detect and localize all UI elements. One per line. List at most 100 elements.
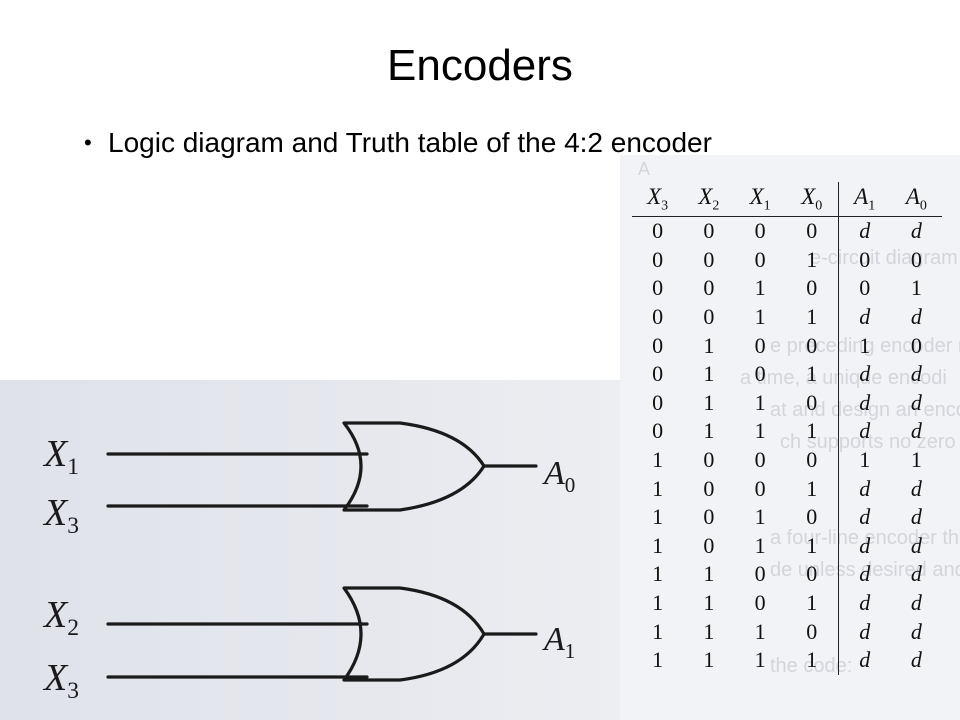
table-cell: 1 — [703, 418, 715, 444]
table-cell: 1 — [785, 245, 839, 275]
table-cell: 0 — [754, 218, 766, 244]
table-cell: 1 — [754, 304, 766, 330]
table-cell: d — [859, 647, 871, 673]
table-cell: d — [910, 647, 922, 673]
table-cell: 1 — [859, 332, 871, 358]
table-cell: d — [910, 561, 922, 587]
table-cell: 1 — [785, 302, 839, 332]
table-cell: d — [910, 590, 922, 616]
table-cell: 1 — [754, 389, 766, 415]
table-cell: 1 — [785, 359, 839, 389]
table-cell: d — [910, 504, 922, 530]
table-cell: 0 — [652, 304, 664, 330]
table-cell: 0 — [785, 617, 839, 646]
table-cell: 0 — [652, 332, 664, 358]
truth-table-header: X3 X2 X1 X0 A1 A0 — [632, 182, 942, 217]
table-cell: 1 — [703, 618, 715, 644]
header-x2: X2 — [683, 182, 735, 217]
table-cell: 1 — [785, 474, 839, 503]
table-cell: 1 — [859, 447, 871, 473]
table-cell: 1 — [652, 561, 664, 587]
table-cell: d — [910, 361, 922, 387]
table-cell: 0 — [652, 218, 664, 244]
table-cell: d — [910, 618, 922, 644]
table-cell: d — [859, 218, 871, 244]
table-cell: 0 — [754, 447, 766, 473]
table-cell: 0 — [785, 502, 839, 532]
table-cell: 1 — [703, 361, 715, 387]
table-cell: 1 — [754, 275, 766, 301]
table-cell: 0 — [754, 332, 766, 358]
table-cell: 1 — [754, 418, 766, 444]
table-cell: 0 — [754, 361, 766, 387]
input-label-x3-bottom: X3 — [42, 657, 79, 704]
table-cell: 0 — [859, 246, 871, 272]
output-label-a0: A0 — [542, 455, 575, 497]
output-label-a1: A1 — [542, 621, 575, 663]
table-cell: d — [859, 504, 871, 530]
truth-table-panel: A e-circuit diagram for the e e precedin… — [620, 155, 960, 720]
table-cell: d — [910, 304, 922, 330]
bullet-text: Logic diagram and Truth table of the 4:2… — [108, 127, 712, 158]
table-cell: 1 — [652, 590, 664, 616]
input-label-x1: X1 — [42, 433, 79, 480]
bullet-dot: • — [84, 130, 92, 155]
bullet-point: • Logic diagram and Truth table of the 4… — [84, 124, 804, 162]
table-cell: d — [910, 475, 922, 501]
table-cell: 1 — [754, 532, 766, 558]
table-cell: 1 — [785, 645, 839, 675]
table-cell: d — [859, 475, 871, 501]
or-gate-top — [342, 421, 486, 512]
table-cell: 0 — [754, 561, 766, 587]
table-cell: 1 — [652, 504, 664, 530]
table-cell: 1 — [703, 332, 715, 358]
table-cell: 0 — [703, 218, 715, 244]
table-cell: 1 — [652, 532, 664, 558]
table-cell: d — [859, 532, 871, 558]
table-cell: d — [859, 561, 871, 587]
table-cell: d — [859, 304, 871, 330]
header-x3: X3 — [632, 182, 684, 217]
table-cell: 0 — [703, 532, 715, 558]
table-cell: 1 — [754, 618, 766, 644]
table-cell: 1 — [703, 561, 715, 587]
table-cell: 0 — [785, 445, 839, 475]
table-cell: 1 — [785, 588, 839, 618]
table-cell: 0 — [703, 447, 715, 473]
page-title: Encoders — [387, 41, 573, 90]
input-label-x2: X2 — [42, 594, 79, 641]
table-cell: d — [859, 618, 871, 644]
table-cell: d — [859, 389, 871, 415]
table-cell: d — [859, 590, 871, 616]
bleed-through-text: e-circuit diagram for the e — [810, 247, 960, 269]
logic-diagram-panel: X1 X3 X2 X3 A0 A1 — [0, 380, 620, 720]
header-x1: X1 — [734, 182, 786, 217]
table-cell: 1 — [910, 275, 922, 301]
table-cell: 0 — [910, 246, 922, 272]
table-cell: 0 — [754, 590, 766, 616]
header-a0: A0 — [890, 182, 942, 217]
bleed-through-text: A — [638, 159, 651, 179]
table-cell: 1 — [703, 590, 715, 616]
table-cell: 1 — [703, 647, 715, 673]
table-cell: 0 — [652, 275, 664, 301]
input-label-x3-top: X3 — [42, 492, 79, 539]
table-cell: 0 — [785, 388, 839, 418]
table-cell: 1 — [652, 475, 664, 501]
table-cell: 0 — [652, 246, 664, 272]
table-cell: 0 — [703, 275, 715, 301]
table-cell: 1 — [652, 647, 664, 673]
table-cell: 1 — [910, 447, 922, 473]
